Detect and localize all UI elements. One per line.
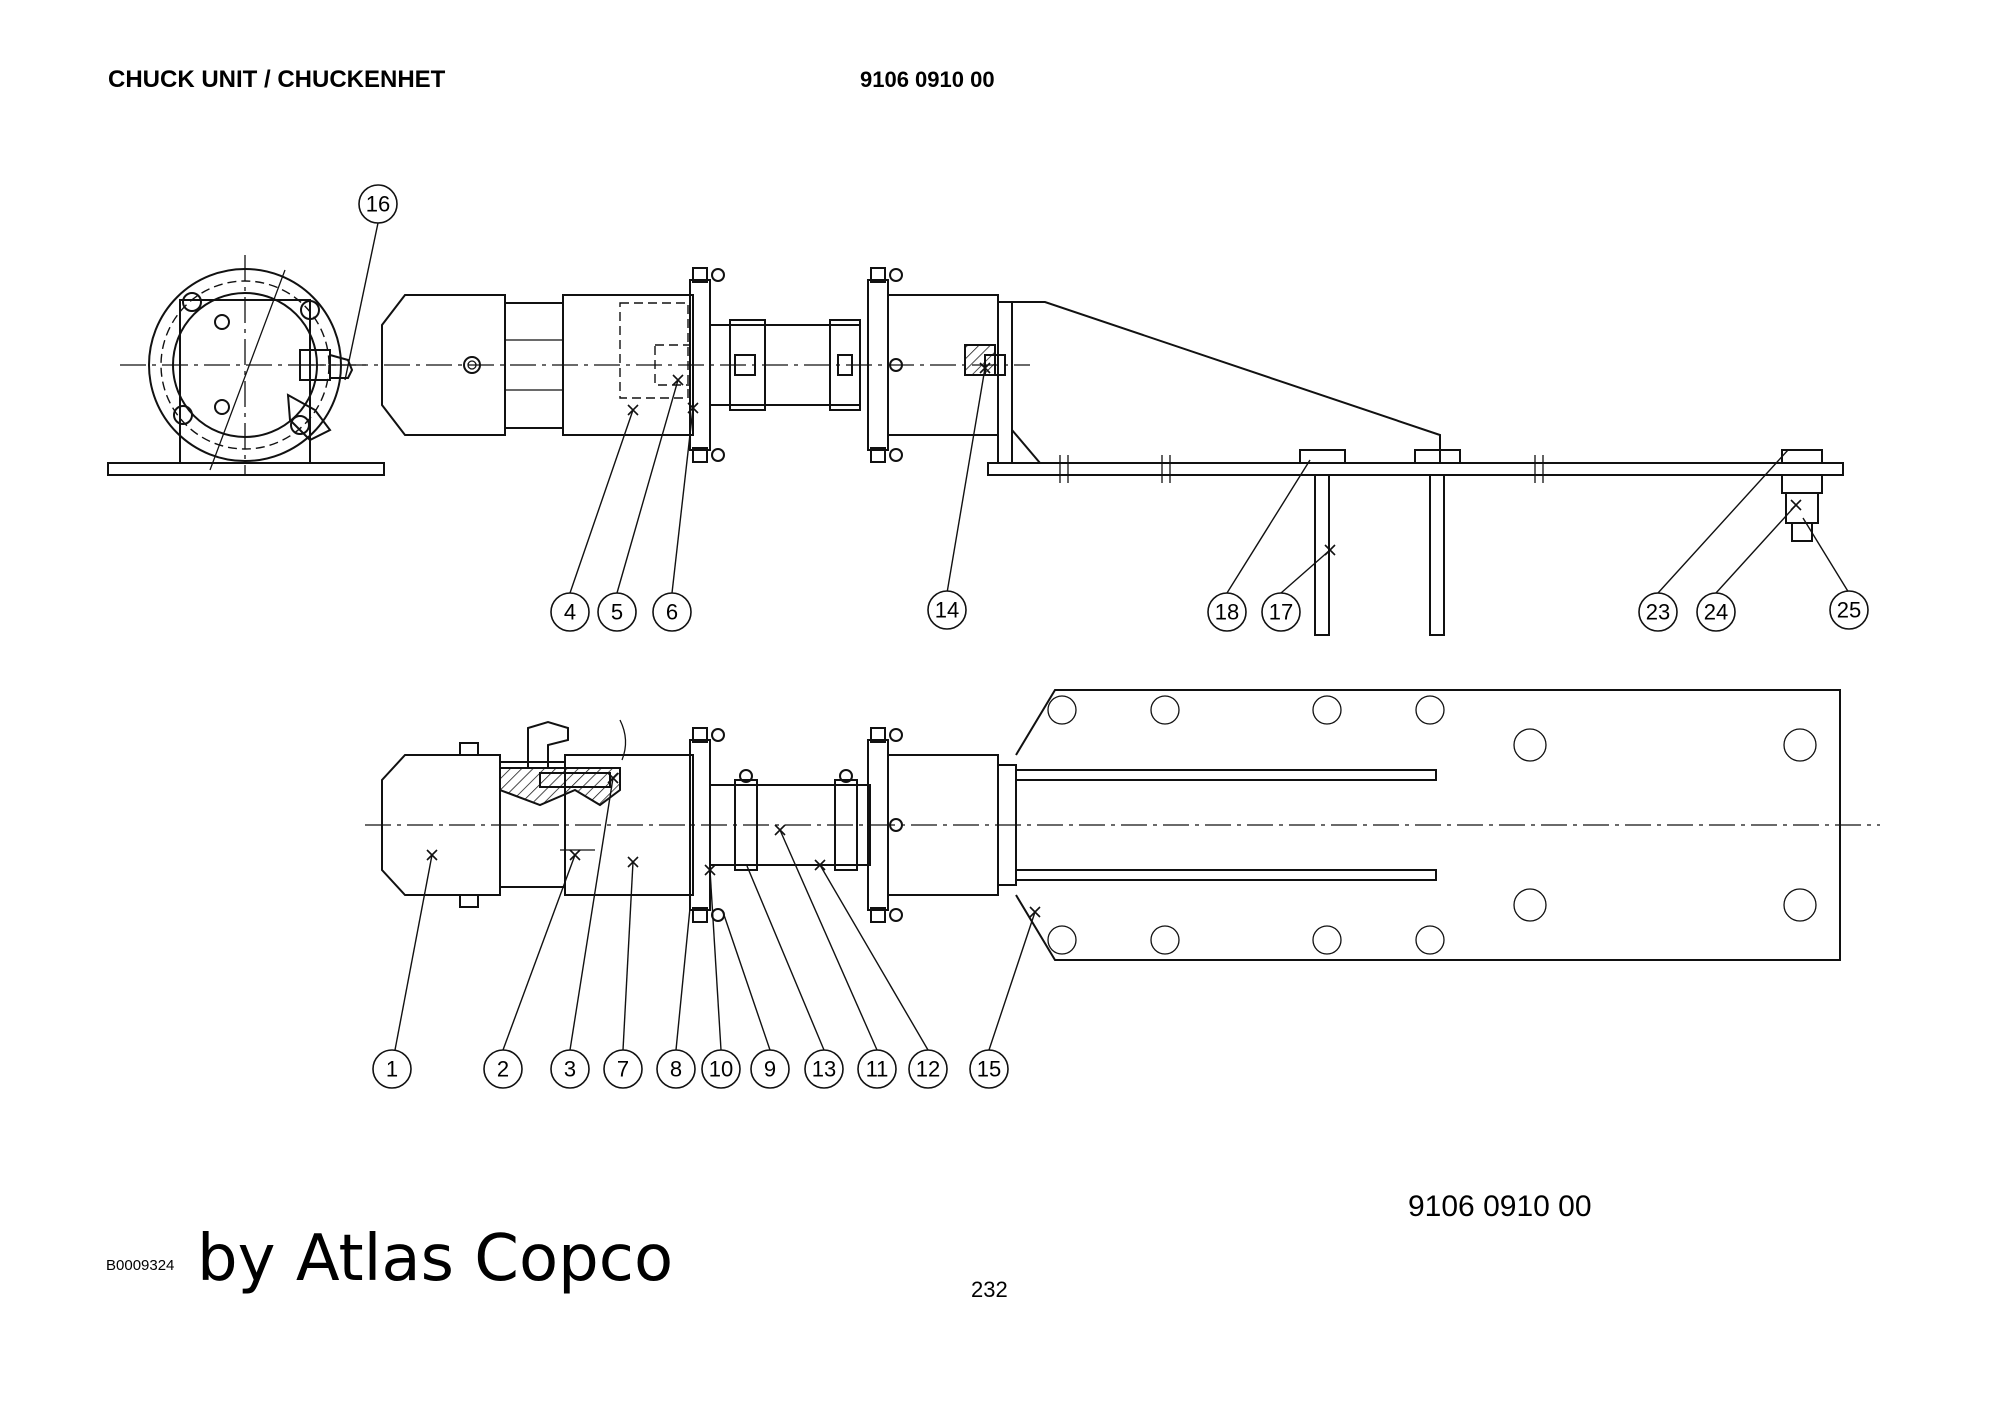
- plan-view: [365, 689, 1880, 961]
- balloon-label: 24: [1704, 600, 1728, 625]
- balloon-label: 17: [1269, 600, 1293, 625]
- part-number-footer: 9106 0910 00: [1408, 1190, 1592, 1223]
- part-number-header: 9106 0910 00: [860, 67, 995, 92]
- balloon-11: 11: [857, 1049, 897, 1089]
- balloon-10: 10: [701, 1049, 741, 1089]
- leader-lines: [344, 222, 1850, 1051]
- balloon-13: 13: [804, 1049, 844, 1089]
- brand-credit: by Atlas Copco: [197, 1222, 674, 1296]
- balloon-5: 5: [597, 592, 637, 632]
- balloon-label: 23: [1646, 600, 1670, 625]
- leader-markers: [426, 362, 1802, 918]
- side-view: [300, 267, 1844, 636]
- balloon-label: 2: [497, 1057, 509, 1082]
- balloon-18: 18: [1207, 592, 1247, 632]
- balloon-6: 6: [652, 592, 692, 632]
- balloon-label: 16: [366, 192, 390, 217]
- balloon-7: 7: [603, 1049, 643, 1089]
- balloon-8: 8: [656, 1049, 696, 1089]
- balloon-label: 6: [666, 600, 678, 625]
- balloon-14: 14: [927, 590, 967, 630]
- balloon-label: 11: [866, 1057, 889, 1082]
- balloon-label: 15: [977, 1057, 1001, 1082]
- balloon-label: 1: [386, 1057, 398, 1082]
- balloon-12: 12: [908, 1049, 948, 1089]
- balloon-15: 15: [969, 1049, 1009, 1089]
- balloon-23: 23: [1638, 592, 1678, 632]
- drawing-code: B0009324: [106, 1257, 175, 1274]
- balloon-16: 16: [358, 184, 398, 224]
- balloon-17: 17: [1261, 592, 1301, 632]
- balloon-label: 14: [935, 598, 959, 623]
- balloon-label: 4: [564, 600, 576, 625]
- balloon-label: 5: [611, 600, 623, 625]
- balloon-label: 12: [916, 1057, 940, 1082]
- balloon-label: 8: [670, 1057, 682, 1082]
- balloon-label: 9: [764, 1057, 776, 1082]
- balloon-4: 4: [550, 592, 590, 632]
- balloon-3: 3: [550, 1049, 590, 1089]
- balloon-25: 25: [1829, 590, 1869, 630]
- balloon-label: 13: [812, 1057, 836, 1082]
- balloon-9: 9: [750, 1049, 790, 1089]
- balloon-label: 7: [617, 1057, 629, 1082]
- balloon-label: 25: [1837, 598, 1861, 623]
- balloon-label: 18: [1215, 600, 1239, 625]
- balloon-2: 2: [483, 1049, 523, 1089]
- page-title: CHUCK UNIT / CHUCKENHET: [108, 66, 446, 93]
- balloon-label: 10: [709, 1057, 733, 1082]
- balloon-24: 24: [1696, 592, 1736, 632]
- page-number: 232: [971, 1277, 1008, 1302]
- balloon-1: 1: [372, 1049, 412, 1089]
- balloon-label: 3: [564, 1057, 576, 1082]
